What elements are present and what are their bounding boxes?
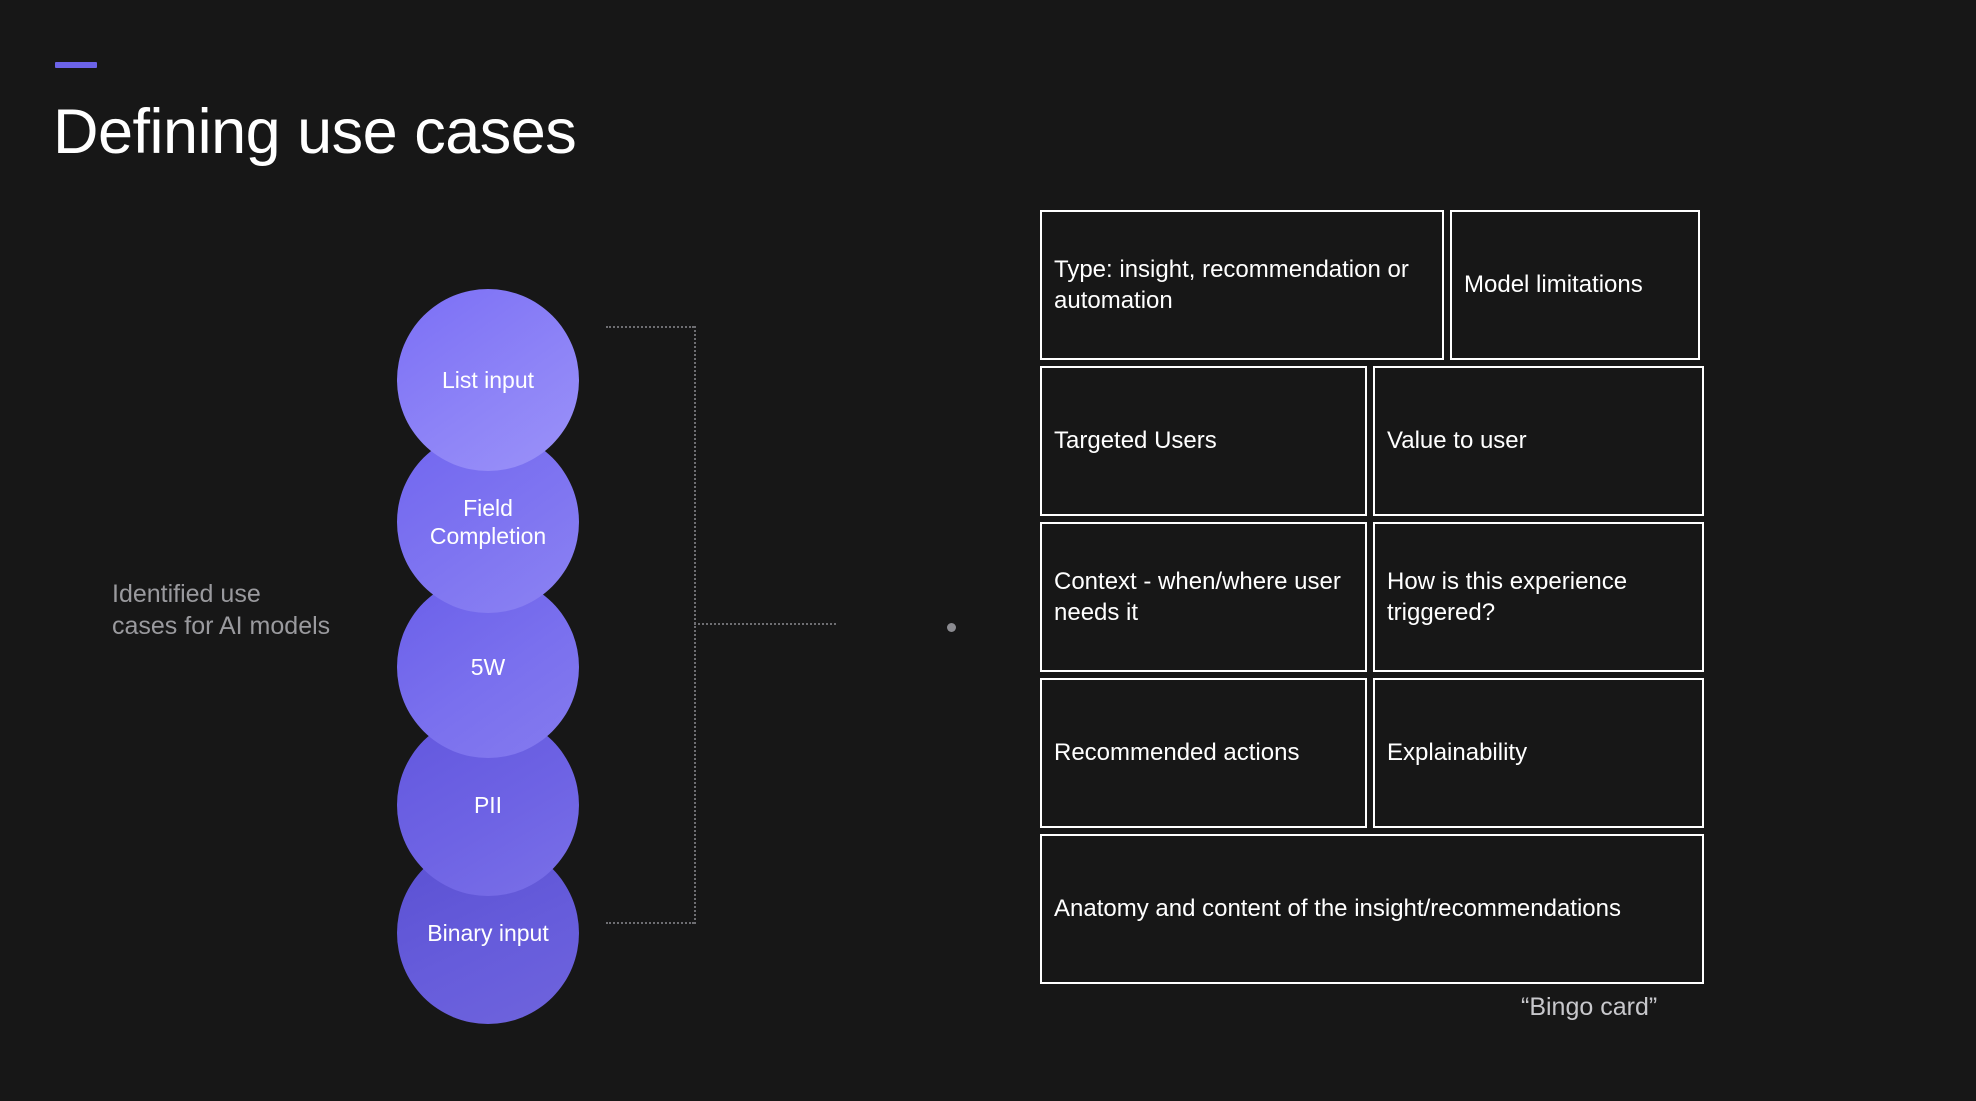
bingo-cell-explainability[interactable]: Explainability [1373, 678, 1704, 828]
page-title: Defining use cases [53, 97, 577, 167]
left-caption: Identified use cases for AI models [112, 580, 331, 640]
bubble-label: Field Completion [429, 494, 547, 549]
accent-bar [55, 62, 97, 68]
bingo-cell-anatomy[interactable]: Anatomy and content of the insight/recom… [1040, 834, 1704, 984]
use-case-bubble-stack: List input Field Completion 5W PII Binar… [397, 289, 579, 1024]
bingo-cell-model-limitations[interactable]: Model limitations [1450, 210, 1700, 360]
bubble-label: 5W [470, 653, 506, 680]
bubble-label: List input [441, 366, 535, 393]
connector-end-dot [947, 623, 956, 632]
bubble-label: PII [473, 791, 503, 818]
bingo-card-caption: “Bingo card” [1521, 993, 1658, 1021]
bubble-list-input[interactable]: List input [397, 289, 579, 471]
connector-bottom-line [606, 922, 694, 924]
bingo-cell-targeted-users[interactable]: Targeted Users [1040, 366, 1367, 516]
bingo-cell-type[interactable]: Type: insight, recommendation or automat… [1040, 210, 1444, 360]
bingo-row: Recommended actions Explainability [1040, 678, 1704, 828]
bingo-row: Type: insight, recommendation or automat… [1040, 210, 1704, 360]
connector-spine-line [694, 326, 696, 924]
dotted-bracket-connector [590, 310, 970, 950]
bingo-card-grid: Type: insight, recommendation or automat… [1040, 210, 1704, 990]
bingo-row: Anatomy and content of the insight/recom… [1040, 834, 1704, 984]
bubble-label: Binary input [427, 919, 549, 946]
bingo-row: Targeted Users Value to user [1040, 366, 1704, 516]
bingo-cell-trigger[interactable]: How is this experience triggered? [1373, 522, 1704, 672]
bingo-cell-recommended-actions[interactable]: Recommended actions [1040, 678, 1367, 828]
connector-top-line [606, 326, 694, 328]
connector-outlet-line [694, 623, 836, 625]
bingo-cell-value-to-user[interactable]: Value to user [1373, 366, 1704, 516]
bingo-row: Context - when/where user needs it How i… [1040, 522, 1704, 672]
bingo-cell-context[interactable]: Context - when/where user needs it [1040, 522, 1367, 672]
